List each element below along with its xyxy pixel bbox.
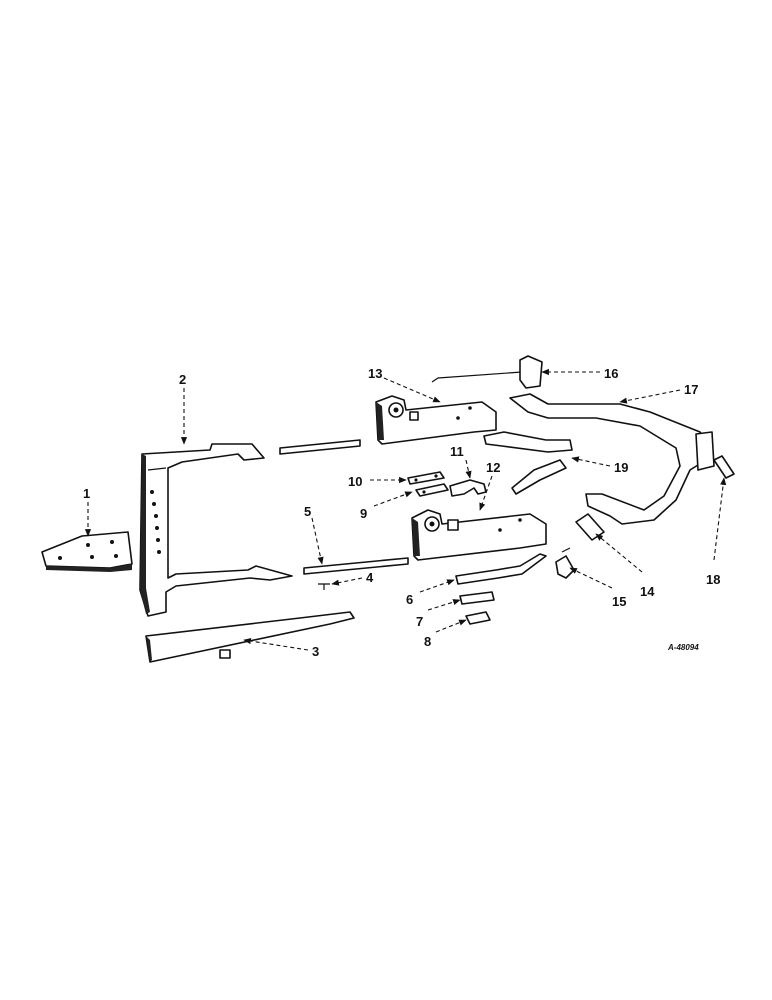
label-10: 10 [348,474,362,489]
part-17-drawbar-yoke [509,393,715,525]
label-9: 9 [360,506,367,521]
label-2: 2 [179,372,186,387]
label-17: 17 [684,382,698,397]
part-7-plate [459,591,495,605]
label-6: 6 [406,592,413,607]
label-5: 5 [304,504,311,519]
label-1: 1 [83,486,90,501]
label-16: 16 [604,366,618,381]
reference-code: A-48094 [667,643,699,652]
label-8: 8 [424,634,431,649]
label-12: 12 [486,460,500,475]
part-15-clevis-pin [555,547,575,579]
part-14-sleeve [575,513,605,541]
part-9-link [415,483,449,497]
part-8-block [465,611,491,625]
part-5-rod [303,557,409,575]
part-6-lever [455,553,547,585]
part-2-main-frame [139,443,293,617]
label-14: 14 [640,584,655,599]
part-11-latch [449,479,487,497]
label-3: 3 [312,644,319,659]
label-4: 4 [366,570,374,585]
label-19: 19 [614,460,628,475]
part-18-pin [713,455,735,479]
upper-rod [279,439,361,455]
part-13-upper-housing [375,395,497,445]
label-7: 7 [416,614,423,629]
part-1-mounting-plate [41,531,133,572]
label-18: 18 [706,572,720,587]
label-11: 11 [450,444,464,459]
part-labels: 1 2 3 4 5 6 7 8 9 10 11 12 13 14 15 16 1… [83,366,720,659]
label-13: 13 [368,366,382,381]
label-15: 15 [612,594,626,609]
leader-lines [84,368,727,651]
part-12-lower-housing [411,509,547,561]
part-4-pin [318,583,330,590]
part-19-strap [483,431,573,495]
part-16-handle-rod [431,355,543,389]
part-3-lower-bar [145,611,355,663]
part-10-link [407,471,445,485]
